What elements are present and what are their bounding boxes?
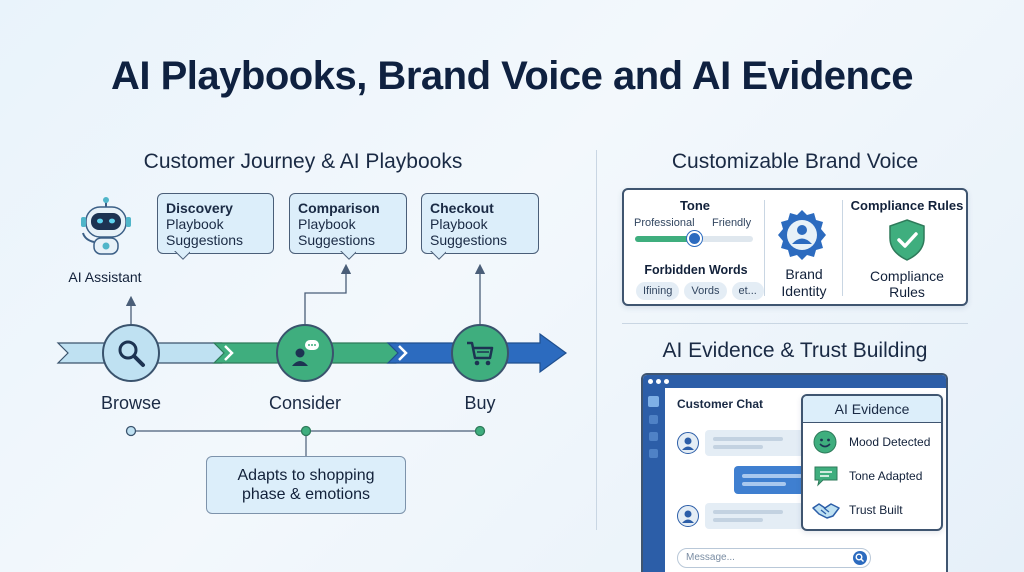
bubble-line: Playbook (298, 216, 356, 232)
horizontal-divider (622, 323, 968, 324)
page-title: AI Playbooks, Brand Voice and AI Evidenc… (111, 54, 913, 98)
compliance-label: Compliance Rules (846, 268, 968, 300)
card-divider (842, 200, 843, 296)
tone-slider-handle[interactable] (687, 231, 702, 246)
tone-slider-track[interactable] (635, 231, 753, 246)
compliance-title: Compliance Rules (850, 198, 964, 213)
note-line: phase & emotions (241, 486, 371, 503)
journey-arrow (56, 263, 568, 374)
forbidden-words-list: Ifining Vords et... (636, 282, 764, 300)
checkout-bubble: Checkout Playbook Suggestions (421, 193, 539, 254)
message-input[interactable]: Message... (677, 548, 871, 568)
ai-evidence-panel: AI Evidence Mood Detected Tone Adapted T… (801, 394, 943, 531)
adapts-note: Adapts to shopping phase & emotions (206, 456, 406, 514)
bubble-line: Suggestions (430, 232, 508, 248)
browse-node (102, 324, 160, 382)
handshake-icon (811, 498, 841, 522)
buy-node (451, 324, 509, 382)
compliance-line: Compliance (870, 268, 944, 284)
evidence-section-title: AI Evidence & Trust Building (662, 339, 928, 362)
chat-sidebar (643, 388, 665, 572)
tone-label: Tone (679, 198, 711, 213)
evidence-item-label: Trust Built (849, 503, 903, 517)
bubble-title: Checkout (430, 200, 494, 216)
forbidden-word-chip: Vords (684, 282, 727, 300)
message-placeholder: Message... (686, 552, 735, 563)
slider-right-label: Friendly (712, 217, 752, 229)
bubble-line: Suggestions (298, 232, 376, 248)
phase-timeline (125, 425, 486, 456)
assistant-label: AI Assistant (68, 269, 142, 285)
brand-identity-icon (774, 208, 830, 264)
sidebar-icon[interactable] (649, 415, 658, 424)
robot-icon (78, 196, 134, 258)
evidence-item-label: Tone Adapted (849, 469, 923, 483)
sidebar-icon[interactable] (649, 432, 658, 441)
shield-check-icon (886, 218, 928, 262)
card-divider (764, 200, 765, 296)
discovery-bubble: Discovery Playbook Suggestions (157, 193, 274, 254)
incoming-message (705, 503, 809, 529)
forbidden-words-label: Forbidden Words (644, 263, 748, 277)
avatar (677, 432, 699, 454)
comparison-bubble: Comparison Playbook Suggestions (289, 193, 407, 254)
bubble-line: Playbook (430, 216, 488, 232)
identity-line: Brand (785, 266, 823, 282)
forbidden-word-chip: et... (731, 282, 764, 300)
smile-icon (813, 430, 837, 454)
brand-voice-section-title: Customizable Brand Voice (671, 150, 919, 173)
forbidden-word-chip: Ifining (636, 282, 680, 300)
bubble-line: Playbook (166, 216, 224, 232)
search-icon (118, 340, 145, 367)
bubble-title: Comparison (298, 200, 380, 216)
incoming-message (705, 430, 809, 456)
vertical-divider (596, 150, 597, 530)
consider-node (276, 324, 334, 382)
search-icon[interactable] (853, 551, 867, 565)
bubble-line: Suggestions (166, 232, 244, 248)
evidence-panel-title: AI Evidence (803, 396, 941, 423)
chat-person-icon (292, 340, 319, 366)
identity-line: Identity (781, 283, 827, 299)
brand-voice-card: Tone Professional Friendly Forbidden Wor… (622, 188, 968, 306)
sidebar-icon[interactable] (648, 396, 659, 407)
avatar (677, 505, 699, 527)
evidence-item-label: Mood Detected (849, 435, 931, 449)
window-titlebar (643, 375, 946, 388)
brand-identity-label: Brand Identity (766, 266, 842, 300)
compliance-line: Rules (889, 284, 925, 300)
slider-left-label: Professional (634, 217, 695, 229)
stage-label-consider: Consider (268, 393, 342, 413)
cart-icon (467, 341, 494, 366)
journey-section-title: Customer Journey & AI Playbooks (143, 150, 463, 173)
note-line: Adapts to shopping (237, 467, 375, 484)
speech-bubble-icon (813, 464, 839, 488)
stage-label-browse: Browse (100, 393, 162, 413)
bubble-title: Discovery (166, 200, 233, 216)
tone-slider-fill (635, 236, 694, 242)
sidebar-icon[interactable] (649, 449, 658, 458)
chat-title: Customer Chat (677, 397, 764, 411)
stage-label-buy: Buy (464, 393, 496, 413)
